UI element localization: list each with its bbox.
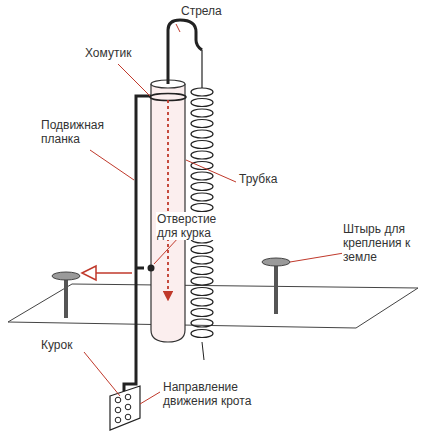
leader-lines — [84, 24, 350, 404]
spring-coil — [191, 256, 213, 264]
spring-coil — [191, 277, 213, 285]
ground-pin — [262, 258, 290, 314]
spring-coil — [191, 193, 213, 201]
part-label: Курок — [40, 338, 92, 352]
spring-coil — [191, 267, 213, 275]
tube — [151, 80, 185, 342]
spring-end — [202, 342, 204, 360]
spring-hook — [201, 50, 202, 88]
trigger-hole — [148, 265, 155, 272]
spring-coil — [191, 141, 213, 149]
spring-coil — [191, 183, 213, 191]
direction-label: Направление движения крота — [162, 380, 264, 408]
clamp — [150, 94, 186, 101]
spring-coil — [191, 246, 213, 254]
direction-arrow — [82, 266, 132, 280]
base-plate — [8, 284, 418, 328]
spring-coil — [191, 330, 213, 338]
spring-coil — [191, 151, 213, 159]
spring-coil — [191, 288, 213, 296]
part-label: Хомутик — [84, 46, 156, 60]
spring-coil — [191, 204, 213, 212]
part-label: Трубка — [238, 172, 300, 186]
movable-plank — [124, 96, 152, 400]
part-label: Подвижная планка — [40, 118, 114, 146]
trigger-plate — [110, 386, 140, 430]
part-label: Штырь для крепления к земле — [342, 222, 430, 264]
spring-coil — [191, 172, 213, 180]
spring-coil — [191, 130, 213, 138]
spring-coil — [191, 99, 213, 107]
spring-coil — [191, 298, 213, 306]
spring-coil — [191, 309, 213, 317]
spring-coil — [191, 88, 213, 96]
part-label: Стрела — [180, 4, 242, 18]
ground-pin — [52, 272, 80, 318]
spring-coil — [191, 120, 213, 128]
spring-coil — [191, 319, 213, 327]
part-label: Отверстие для курка — [156, 212, 238, 240]
spring-coil — [191, 109, 213, 117]
arrow-wire — [168, 20, 202, 84]
loop-path — [167, 100, 169, 296]
spring-coil — [191, 162, 213, 170]
